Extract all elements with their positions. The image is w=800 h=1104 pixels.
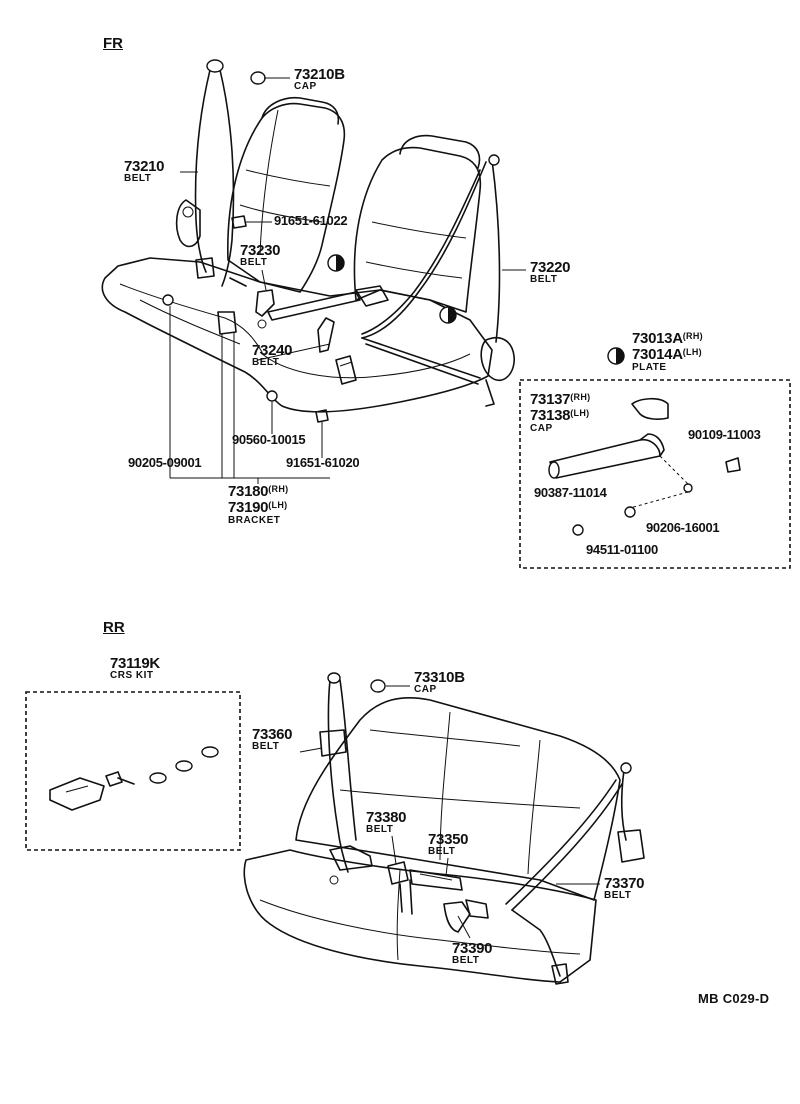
part-name: PLATE [632,362,667,373]
part-name: CRS KIT [110,670,154,681]
callout-90206-16001: 90206-16001 [646,520,720,535]
callout-73180-73190: 73180(RH) 73190(LH) BRACKET [228,484,288,526]
part-number: 73350 [428,831,469,848]
part-number: 73310B [414,669,465,686]
part-number: 73360 [252,726,293,743]
part-name: BELT [452,955,480,966]
belt-73370-drawing [505,762,645,985]
front-leader-lines [169,77,526,484]
part-name: CAP [414,684,437,695]
part-number: 73137 [530,391,571,408]
cap-kit-drawing [548,397,741,536]
callout-73220: 73220 BELT [530,259,571,285]
side-tag: (LH) [268,500,288,510]
part-name: BELT [124,173,152,184]
part-number: 73390 [452,940,493,957]
part-name: BELT [604,890,632,901]
part-number: 73230 [240,242,281,259]
part-number: 73210B [294,66,345,83]
rear-seat-back [295,697,621,901]
part-name: BELT [530,274,558,285]
rear-leader-lines [299,685,600,939]
part-number: 73370 [604,875,645,892]
callout-73380: 73380 BELT [366,809,407,835]
rear-seat-cushion [243,849,597,983]
part-name: BELT [252,357,280,368]
callout-73137-73138: 73137(RH) 73138(LH) CAP [530,392,590,434]
cap-kit-box [519,379,791,569]
side-tag: (RH) [570,392,591,402]
diagram-reference-code: MB C029-D [698,991,770,1006]
part-name: BELT [252,741,280,752]
belt-73380-drawing [387,861,413,915]
part-number: 73119K [110,655,160,672]
callout-73230: 73230 BELT [240,242,281,268]
crs-kit-drawing [49,746,219,811]
belt-73350-drawing [409,869,463,891]
plate-marker-icon [327,254,625,365]
callout-90387-11014: 90387-11014 [534,485,607,500]
part-number: 73210 [124,158,165,175]
belt-73210-drawing [175,59,247,287]
part-name: BELT [428,846,456,857]
front-seatback-right [353,134,482,313]
part-number: 73014A [632,346,683,363]
belt-73230-drawing [255,289,275,329]
callout-73370: 73370 BELT [604,875,645,901]
callout-73360: 73360 BELT [252,726,293,752]
section-label-front: FR [103,35,123,52]
front-hardware [162,71,329,423]
callout-73210: 73210 BELT [124,158,165,184]
belt-73240-drawing [317,317,357,385]
callout-94511-01100: 94511-01100 [586,542,658,557]
part-number: 73013A [632,330,683,347]
front-seatback-left [227,96,346,293]
part-number: 73190 [228,499,269,516]
side-tag: (LH) [682,347,702,357]
belt-73390-drawing [443,899,489,933]
part-number: 73380 [366,809,407,826]
part-number: 73138 [530,407,571,424]
part-name: CAP [294,81,317,92]
part-name: BELT [240,257,268,268]
side-tag: (RH) [268,484,289,494]
rear-cap-icon [370,679,386,693]
part-name: CAP [530,423,553,434]
callout-73013a-73014a: 73013A(RH) 73014A(LH) PLATE [632,331,703,373]
belt-73360-drawing [319,672,373,885]
callout-73390: 73390 BELT [452,940,493,966]
callout-90109-11003: 90109-11003 [688,427,761,442]
callout-73119k: 73119K CRS KIT [110,656,160,681]
part-name: BELT [366,824,394,835]
side-tag: (RH) [682,331,703,341]
front-seat-cushion [101,257,493,413]
callout-73210b: 73210B CAP [294,67,345,92]
part-number: 73240 [252,342,293,359]
side-tag: (LH) [570,408,590,418]
part-name: BRACKET [228,515,281,526]
callout-73240: 73240 BELT [252,342,293,368]
part-number: 73180 [228,483,269,500]
callout-73350: 73350 BELT [428,831,469,857]
callout-73310b: 73310B CAP [414,670,465,695]
crs-kit-box [25,691,241,851]
callout-90205-09001: 90205-09001 [128,455,202,470]
belt-73220-drawing [267,154,515,407]
callout-90560-10015: 90560-10015 [232,432,306,447]
part-number: 73220 [530,259,571,276]
callout-91651-61022: 91651-61022 [274,213,348,228]
callout-91651-61020: 91651-61020 [286,455,360,470]
section-label-rear: RR [103,619,125,636]
